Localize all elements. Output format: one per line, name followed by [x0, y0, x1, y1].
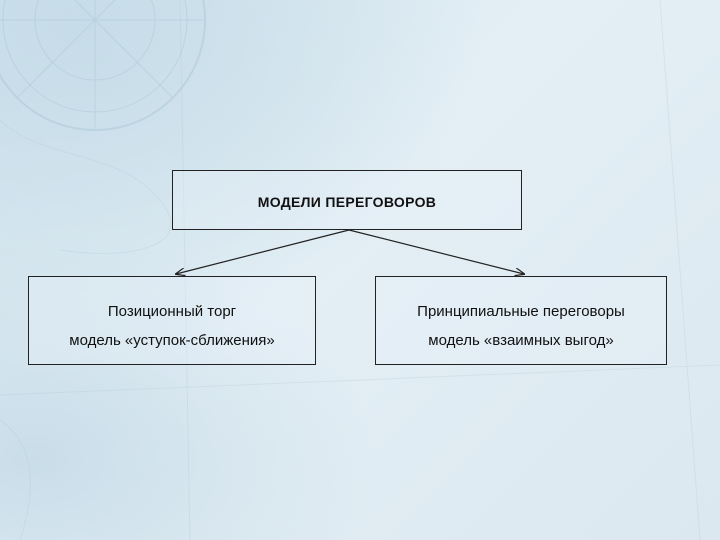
diagram-title: МОДЕЛИ ПЕРЕГОВОРОВ — [257, 194, 437, 210]
right-box-description: модель «взаимных выгод» — [428, 332, 614, 349]
arrow-to-right-box — [348, 229, 524, 274]
left-box-description: модель «уступок-сближения» — [69, 332, 275, 349]
arrow-to-left-box — [176, 229, 350, 274]
left-box-name: Позиционный торг — [107, 303, 237, 320]
title-box: МОДЕЛИ ПЕРЕГОВОРОВ — [172, 170, 522, 230]
right-box-name: Принципиальные переговоры — [417, 303, 625, 320]
principled-negotiation-box: Принципиальные переговоры модель «взаимн… — [375, 276, 667, 365]
compass-rose-icon — [0, 0, 206, 131]
positional-bargaining-box: Позиционный торг модель «уступок-сближен… — [28, 276, 316, 365]
